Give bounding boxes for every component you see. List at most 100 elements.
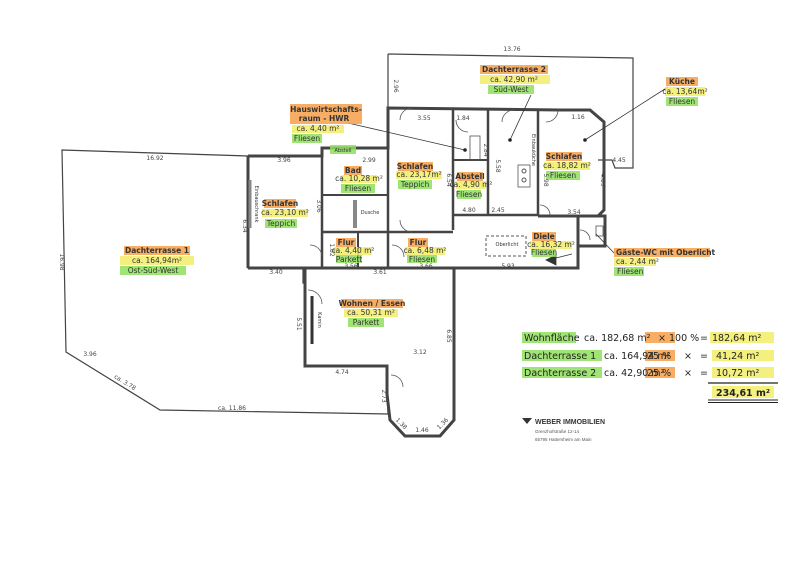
hl bbox=[488, 85, 534, 94]
room-area: ca. 23,10 m² bbox=[261, 208, 309, 217]
calc-label: Dachterrasse 1 bbox=[524, 351, 596, 362]
room-name: Hauswirtschafts- bbox=[290, 105, 362, 114]
hl bbox=[614, 258, 656, 266]
door-4 bbox=[545, 109, 559, 123]
room-area: ca. 42,90 m² bbox=[490, 75, 538, 84]
hl bbox=[341, 175, 377, 183]
hl bbox=[456, 181, 486, 189]
hl bbox=[712, 350, 774, 361]
hl bbox=[522, 367, 602, 378]
hl bbox=[405, 247, 445, 255]
hl bbox=[407, 255, 437, 263]
dim: 1.38 bbox=[394, 417, 409, 432]
dim: 4.80 bbox=[462, 207, 476, 214]
dim: 5.51 bbox=[295, 317, 302, 331]
dim: 1.16 bbox=[571, 114, 585, 121]
dim: 6.34 bbox=[241, 219, 248, 233]
leader-wc bbox=[595, 233, 615, 254]
hl bbox=[665, 87, 705, 96]
room-name: Schlafen bbox=[397, 162, 434, 171]
dim: 3.66 bbox=[419, 263, 433, 270]
room-floor: Fliesen bbox=[617, 267, 644, 276]
dim: 2.45 bbox=[491, 207, 505, 214]
calc-eq: = bbox=[700, 333, 708, 344]
hl bbox=[546, 152, 582, 161]
dim: 5.93 bbox=[501, 263, 515, 270]
hl bbox=[645, 332, 675, 343]
room-name-2: raum - HWR bbox=[299, 114, 350, 123]
doors bbox=[307, 107, 591, 388]
label-kamin: Kamin bbox=[316, 312, 322, 328]
hl bbox=[290, 104, 362, 124]
hl bbox=[480, 75, 550, 84]
leader-kueche bbox=[584, 86, 669, 141]
dim: 3.06 bbox=[315, 199, 322, 213]
calc-result: 182,64 m² bbox=[712, 333, 762, 344]
terrace-2-outline bbox=[387, 53, 634, 169]
hl bbox=[262, 209, 308, 217]
hl bbox=[712, 367, 774, 378]
calc-pct: 100 % bbox=[669, 333, 699, 344]
hl bbox=[480, 65, 548, 74]
burner-icon bbox=[521, 168, 527, 174]
door-7 bbox=[391, 244, 405, 258]
hl bbox=[546, 171, 580, 180]
door-6 bbox=[309, 244, 323, 258]
dim: 4.74 bbox=[335, 369, 349, 376]
dim: 5.98 bbox=[542, 173, 549, 187]
hl bbox=[334, 247, 372, 255]
hl bbox=[341, 299, 403, 308]
hl bbox=[666, 97, 698, 106]
dim: 2.96 bbox=[392, 79, 399, 93]
company-logo: WEBER IMMOBILIEN Grenzhofstraße 12-14 65… bbox=[522, 418, 605, 442]
leader-hwr bbox=[347, 122, 466, 151]
door-3 bbox=[501, 109, 515, 123]
room-floor: Fliesen bbox=[550, 171, 577, 180]
room-name: Wohnen / Essen bbox=[339, 299, 406, 308]
point-terrace2 bbox=[508, 138, 512, 142]
hl bbox=[522, 332, 576, 343]
hl bbox=[336, 238, 356, 247]
room-name: Diele bbox=[533, 232, 555, 241]
logo-address-1: Grenzhofstraße 12-14 bbox=[535, 429, 580, 434]
leader-lines bbox=[347, 86, 669, 266]
logo-icon bbox=[522, 418, 532, 424]
dim: 2.73 bbox=[380, 389, 387, 403]
hl bbox=[645, 367, 675, 378]
hl bbox=[532, 249, 556, 257]
hl bbox=[265, 219, 297, 228]
dim: 3.61 bbox=[373, 269, 387, 276]
hl bbox=[712, 386, 774, 398]
hl bbox=[532, 232, 556, 241]
calc-eq: = bbox=[700, 351, 708, 362]
dim: 2.84 bbox=[482, 143, 489, 157]
dim: 16.98 bbox=[58, 253, 65, 270]
calc-pct: 25 % bbox=[647, 351, 671, 362]
walls bbox=[61, 53, 634, 438]
calc-label: Dachterrasse 2 bbox=[524, 368, 596, 379]
room-floor: Fliesen bbox=[409, 255, 436, 264]
room-floor: Ost-Süd-West bbox=[128, 266, 179, 275]
calc-result: 10,72 m² bbox=[716, 368, 759, 379]
dim: ca. 11.86 bbox=[218, 405, 246, 412]
entrance-arrow-head bbox=[545, 254, 557, 266]
room-area: ca. 10,28 m² bbox=[335, 174, 383, 183]
door-11 bbox=[579, 229, 591, 241]
label-abstell: Abstell bbox=[334, 148, 351, 154]
dim: 1.82 bbox=[328, 243, 335, 257]
dim: 16.92 bbox=[146, 155, 163, 162]
room-name: Abstell bbox=[455, 172, 484, 181]
calc-area: ca. 42,90 m² bbox=[604, 368, 665, 379]
calc-result: 41,24 m² bbox=[716, 351, 759, 362]
door-10 bbox=[539, 204, 551, 216]
hl bbox=[710, 332, 774, 343]
room-name: Bad bbox=[345, 166, 361, 175]
hl bbox=[544, 162, 590, 170]
hl bbox=[398, 162, 433, 171]
label-einbaukueche: Einbauküche bbox=[530, 134, 536, 166]
room-area: ca. 16,32 m² bbox=[527, 240, 575, 249]
hl bbox=[522, 350, 602, 361]
wc-wall bbox=[578, 214, 607, 248]
dim: 5.58 bbox=[494, 159, 501, 173]
